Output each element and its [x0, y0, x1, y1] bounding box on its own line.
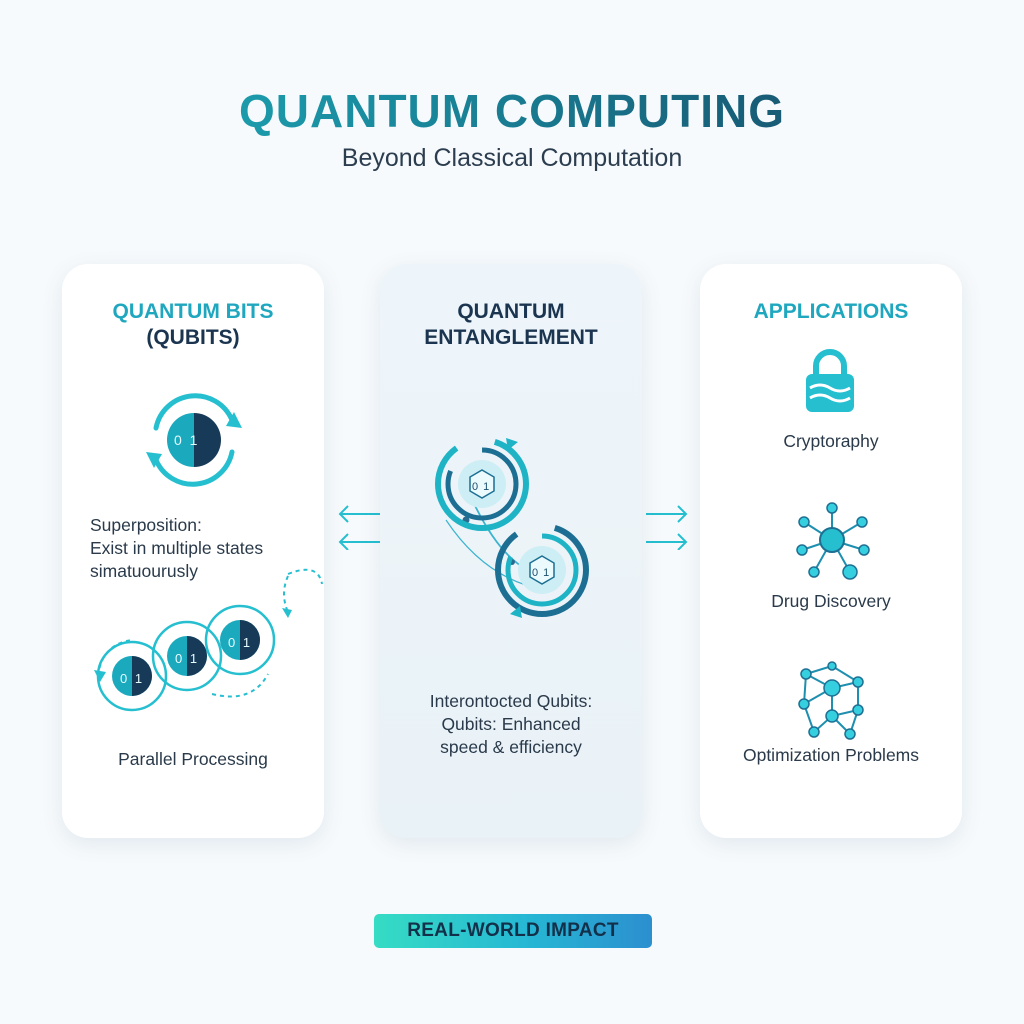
entanglement-caption-line3: speed & efficiency	[440, 737, 582, 757]
parallel-qubit-2-text: 0 1	[175, 651, 200, 666]
entanglement-caption-line2: Qubits: Enhanced	[441, 714, 581, 734]
superposition-title: Superposition:	[90, 515, 202, 535]
entanglement-card: QUANTUM ENTANGLEMENT 0 1 0 1 Interontoct…	[380, 264, 642, 838]
parallel-qubit-1-text: 0 1	[120, 671, 145, 686]
entangled-qubits-icon	[435, 437, 589, 618]
parallel-qubits-icon	[94, 568, 323, 712]
applications-heading: APPLICATIONS	[753, 300, 909, 323]
right-double-arrow-icon	[646, 505, 688, 550]
parallel-qubit-3-text: 0 1	[228, 635, 253, 650]
entangled-qubit-b-text: 0 1	[532, 567, 551, 579]
real-world-impact-badge: REAL-WORLD IMPACT	[374, 914, 652, 948]
entanglement-heading-line1: QUANTUM	[457, 300, 565, 323]
entanglement-caption-line1: Interontocted Qubits:	[429, 691, 593, 711]
applications-card: APPLICATIONS Cryptoraphy Drug Discovery	[700, 264, 962, 838]
network-icon	[798, 661, 864, 740]
application-label-drug-discovery: Drug Discovery	[771, 591, 891, 611]
padlock-icon	[806, 349, 854, 412]
qubits-heading-line1: QUANTUM BITS	[112, 300, 274, 323]
molecule-icon	[796, 502, 870, 580]
qubits-heading-line2: (QUBITS)	[146, 326, 240, 349]
parallel-processing-label: Parallel Processing	[118, 749, 268, 769]
left-double-arrow-icon	[338, 505, 380, 550]
entanglement-heading-line2: ENTANGLEMENT	[424, 326, 598, 349]
page-subtitle: Beyond Classical Computation	[341, 144, 683, 172]
application-label-optimization: Optimization Problems	[742, 745, 920, 765]
superposition-desc-line2: simatuourusly	[90, 561, 198, 581]
qubit-cycle-icon	[146, 393, 242, 487]
page-title: QUANTUM COMPUTING	[0, 84, 1024, 138]
qubit-state-text: 0 1	[174, 432, 200, 448]
entangled-qubit-a-text: 0 1	[472, 481, 491, 493]
superposition-desc-line1: Exist in multiple states	[90, 538, 264, 558]
application-label-cryptography: Cryptoraphy	[783, 431, 879, 451]
qubits-card: QUANTUM BITS (QUBITS) 0 1 Superposition:…	[62, 264, 324, 838]
